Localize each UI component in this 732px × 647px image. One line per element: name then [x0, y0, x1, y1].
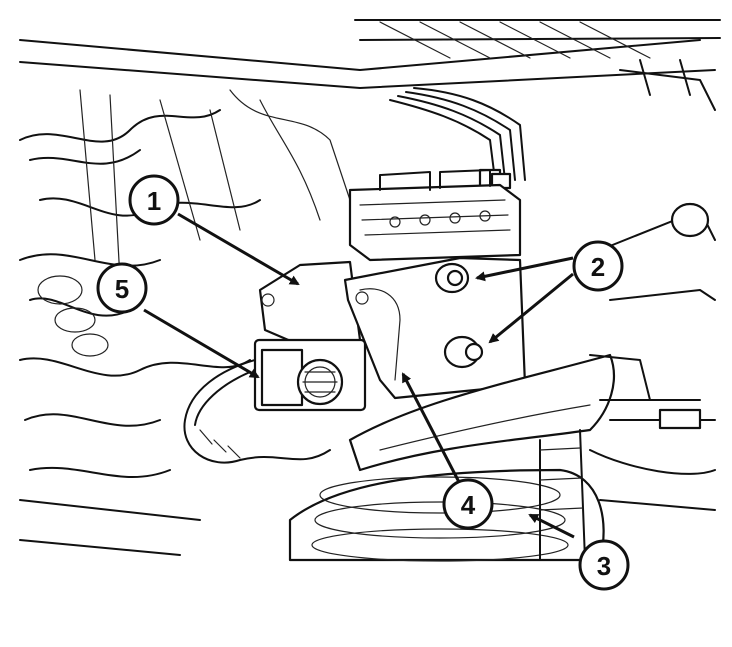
chassis-frame — [19, 19, 721, 111]
callout-3-label: 3 — [597, 551, 611, 581]
callout-4: 4 — [442, 478, 494, 530]
callout-2-label: 2 — [591, 252, 605, 282]
callout-1: 1 — [128, 174, 180, 226]
mounting-nut-upper — [434, 262, 470, 294]
callout-5-label: 5 — [115, 274, 129, 304]
wiring-harness-background — [19, 89, 351, 556]
hydraulic-control-unit — [348, 169, 522, 262]
callout-4-label: 4 — [461, 490, 476, 520]
electrical-connector — [183, 338, 367, 464]
suspension-components-right — [589, 202, 716, 511]
splash-shield — [348, 353, 651, 472]
abs-module-body — [258, 256, 527, 400]
callout-5: 5 — [96, 262, 148, 314]
leader-lines — [143, 212, 575, 539]
callout-2: 2 — [572, 240, 624, 292]
callout-3: 3 — [578, 539, 630, 591]
mounting-nut-lower — [443, 335, 484, 369]
callout-1-label: 1 — [147, 186, 161, 216]
mounting-nuts — [434, 262, 484, 369]
